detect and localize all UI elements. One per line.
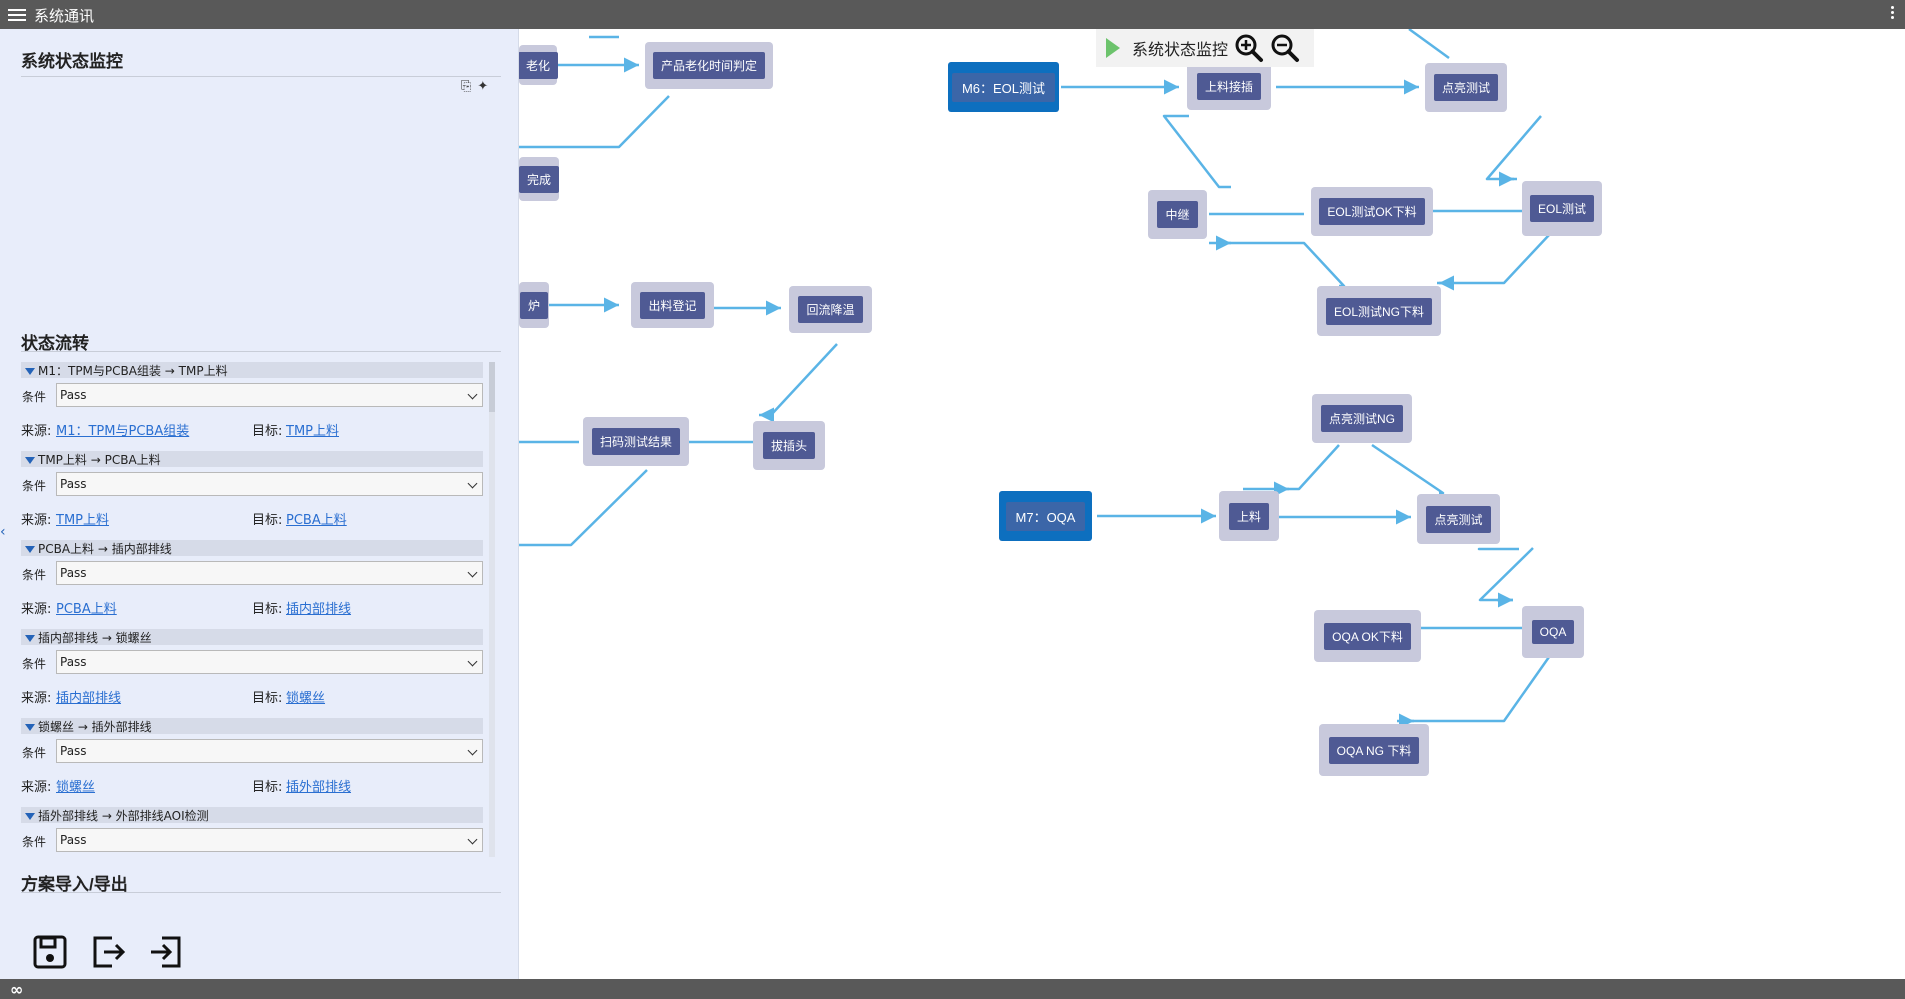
node-laohua[interactable]: 老化	[519, 45, 559, 85]
node-scan-result[interactable]: 扫码测试结果	[583, 417, 689, 466]
node-m7-shangliao[interactable]: 上料	[1219, 491, 1279, 541]
transition-header[interactable]: TMP上料 → PCBA上料	[21, 451, 483, 467]
list-scrollbar[interactable]	[489, 362, 495, 857]
title-bar: 系统通讯	[0, 0, 1905, 29]
chevron-down-icon	[25, 813, 35, 820]
condition-select[interactable]: Pass	[56, 650, 483, 674]
export-image-icon[interactable]: ⎘	[461, 79, 472, 94]
wand-icon[interactable]: ✦	[477, 79, 489, 94]
transition-header[interactable]: 锁螺丝 → 插外部排线	[21, 718, 483, 734]
source-link[interactable]: TMP上料	[56, 513, 109, 528]
node-m7-ng-light[interactable]: 点亮测试NG	[1312, 394, 1412, 443]
node-bachatou[interactable]: 拔插头	[753, 421, 825, 470]
flow-canvas[interactable]: 老化 产品老化时间判定 完成 炉 出料登记 回流降温 扫码测试结果 拔插头 M6…	[519, 29, 1905, 979]
link-row: 来源: PCBA上料 目标: 插内部排线	[21, 598, 483, 620]
condition-select[interactable]: Pass	[56, 739, 483, 763]
divider	[21, 351, 501, 352]
export-icon[interactable]	[90, 934, 126, 970]
chevron-down-icon	[25, 724, 35, 731]
io-buttons	[32, 934, 184, 970]
node-m6-eol[interactable]: EOL测试	[1522, 181, 1602, 236]
target-link[interactable]: PCBA上料	[286, 513, 347, 528]
node-m7-dianliang[interactable]: 点亮测试	[1417, 494, 1500, 544]
infinity-icon: ∞	[10, 980, 24, 999]
edges-layer	[519, 29, 1551, 729]
source-link[interactable]: 插内部排线	[56, 691, 122, 706]
target-link[interactable]: 插外部排线	[286, 780, 352, 795]
play-icon[interactable]	[1106, 38, 1120, 58]
monitor-toolbar: 系统状态监控	[1096, 29, 1314, 67]
condition-select[interactable]: Pass	[56, 383, 483, 407]
node-wancheng[interactable]: 完成	[519, 157, 560, 201]
link-row: 来源: 锁螺丝 目标: 插外部排线	[21, 776, 483, 798]
node-m7-oqa[interactable]: OQA	[1522, 606, 1584, 658]
target-link[interactable]: 插内部排线	[286, 602, 352, 617]
divider	[21, 892, 501, 893]
import-icon[interactable]	[148, 934, 184, 970]
scrollbar-thumb[interactable]	[489, 362, 495, 412]
monitor-title: 系统状态监控	[21, 52, 123, 71]
source-link[interactable]: PCBA上料	[56, 602, 117, 617]
hamburger-menu-icon[interactable]	[8, 6, 26, 22]
target-link[interactable]: 锁螺丝	[286, 691, 326, 706]
chevron-down-icon	[25, 635, 35, 642]
condition-select[interactable]: Pass	[56, 828, 483, 852]
source-link[interactable]: 锁螺丝	[56, 780, 96, 795]
module-m6[interactable]: M6：EOL测试	[948, 62, 1059, 112]
more-options-icon[interactable]	[1891, 4, 1895, 21]
zoom-out-icon[interactable]	[1270, 33, 1300, 63]
divider	[21, 76, 501, 77]
link-row: 来源: 插内部排线 目标: 锁螺丝	[21, 687, 483, 709]
node-m6-ng[interactable]: EOL测试NG下料	[1317, 286, 1441, 336]
status-bar: ∞	[0, 979, 1905, 999]
node-m7-ok[interactable]: OQA OK下料	[1314, 610, 1421, 662]
node-m7-ng[interactable]: OQA NG 下料	[1319, 724, 1429, 776]
chevron-down-icon	[25, 368, 35, 375]
target-link[interactable]: TMP上料	[286, 424, 339, 439]
zoom-in-icon[interactable]	[1234, 33, 1264, 63]
side-panel: 系统状态监控 ⎘ ✦ 状态流转 ‹ M1：TPM与PCBA组装 → TMP上料 …	[0, 29, 519, 979]
flow-title: 状态流转	[21, 334, 89, 353]
condition-select[interactable]: Pass	[56, 472, 483, 496]
node-lu[interactable]: 炉	[519, 282, 549, 328]
node-m6-shangliao[interactable]: 上料接插	[1187, 63, 1271, 110]
node-laohua-judge[interactable]: 产品老化时间判定	[645, 42, 773, 89]
node-m6-zhongji[interactable]: 中继	[1148, 190, 1207, 239]
chevron-down-icon	[25, 546, 35, 553]
panel-tools: ⎘ ✦	[461, 79, 488, 94]
node-chuliao-reg[interactable]: 出料登记	[631, 282, 714, 328]
link-row: 来源: M1：TPM与PCBA组装 目标: TMP上料	[21, 420, 483, 442]
transition-header[interactable]: M1：TPM与PCBA组装 → TMP上料	[21, 362, 483, 378]
collapse-panel-icon[interactable]: ‹	[0, 524, 6, 540]
node-huiliu[interactable]: 回流降温	[789, 286, 872, 333]
module-m7[interactable]: M7：OQA	[999, 491, 1092, 541]
save-icon[interactable]	[32, 934, 68, 970]
node-m6-ok[interactable]: EOL测试OK下料	[1311, 187, 1433, 236]
app-title: 系统通讯	[34, 7, 95, 25]
condition-select[interactable]: Pass	[56, 561, 483, 585]
io-title: 方案导入/导出	[21, 875, 128, 894]
link-row: 来源: TMP上料 目标: PCBA上料	[21, 509, 483, 531]
transition-header[interactable]: 插外部排线 → 外部排线AOI检测	[21, 807, 483, 823]
transition-header[interactable]: 插内部排线 → 锁螺丝	[21, 629, 483, 645]
chevron-down-icon	[25, 457, 35, 464]
source-link[interactable]: M1：TPM与PCBA组装	[56, 424, 190, 439]
monitor-toolbar-label: 系统状态监控	[1132, 40, 1229, 59]
node-m6-dianliang[interactable]: 点亮测试	[1425, 63, 1507, 112]
transition-header[interactable]: PCBA上料 → 插内部排线	[21, 540, 483, 556]
